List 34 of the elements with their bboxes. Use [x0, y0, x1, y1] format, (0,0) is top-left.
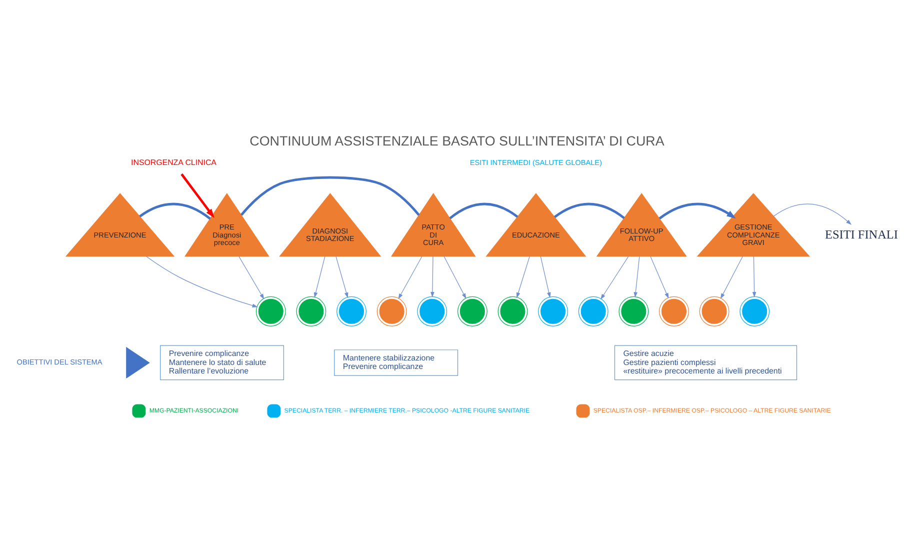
node-text: ESITI FINALI [825, 227, 898, 242]
arrow [430, 256, 434, 298]
node-circle [256, 296, 286, 326]
node-circle [376, 296, 407, 326]
arrow [398, 256, 422, 300]
arrow [146, 256, 258, 308]
arrow [314, 256, 326, 298]
node-circle [457, 296, 488, 326]
connector [554, 202, 625, 220]
arrow [634, 256, 640, 298]
connector [139, 202, 211, 220]
arrow [720, 256, 743, 299]
node-triangle [126, 346, 150, 379]
arrow [540, 256, 551, 298]
node-circle [699, 296, 730, 326]
node-circle [578, 296, 608, 326]
node-circle [417, 296, 448, 326]
connector [449, 202, 518, 220]
node-circle [618, 296, 649, 326]
arrow [658, 202, 736, 220]
connector [240, 176, 420, 216]
node-circle [740, 296, 770, 326]
node-circle [296, 296, 326, 326]
arrow [238, 256, 264, 300]
arrow [516, 256, 530, 298]
diagram-title: CONTINUUM ASSISTENZIALE BASATO SULL’INTENSITA’ DI CURA [250, 134, 664, 149]
arrow [600, 256, 629, 300]
arrow [773, 204, 852, 225]
arrow [444, 256, 466, 299]
arrow [752, 256, 756, 298]
arrow [336, 256, 348, 298]
arrow [180, 173, 214, 218]
node-circle [498, 296, 528, 326]
arrow [650, 256, 669, 299]
